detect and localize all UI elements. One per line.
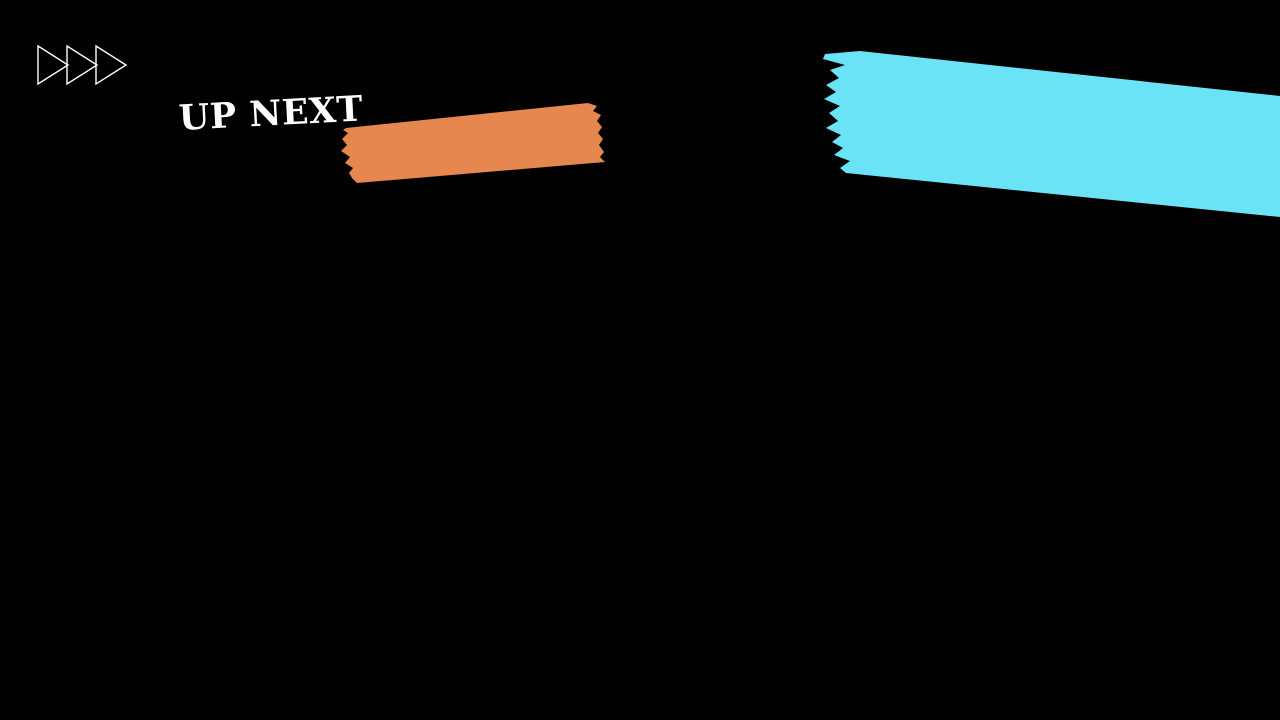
cyan-tape-strip: [823, 51, 1280, 217]
fast-forward-arrows-icon: [37, 44, 128, 86]
orange-tape-strip: [341, 103, 605, 183]
